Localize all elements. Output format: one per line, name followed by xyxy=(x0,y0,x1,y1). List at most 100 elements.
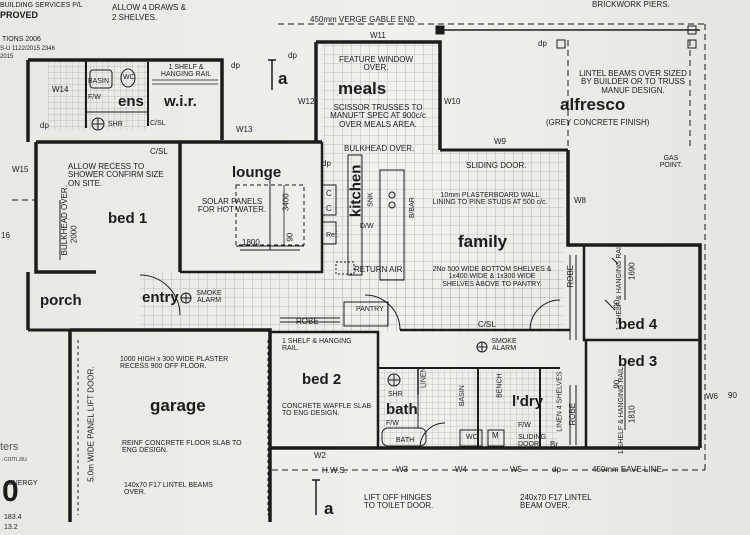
robe-bed4: ROBE xyxy=(566,264,576,288)
dim-1800: 1800 xyxy=(242,238,260,247)
note-scissor: SCISSOR TRUSSES TO MANUF'T SPEC AT 900c/… xyxy=(330,103,426,129)
window-w15: W15 xyxy=(12,165,29,174)
basin-label-bath: BASIN xyxy=(458,385,466,407)
fixture-lines xyxy=(59,25,700,515)
note-concrete-waffle: CONCRETE WAFFLE SLAB TO ENG DESIGN. xyxy=(282,403,372,418)
room-bath: bath xyxy=(386,401,418,418)
room-ldry: l'dry xyxy=(512,393,544,410)
note-return-air: RETURN AIR. xyxy=(354,265,405,274)
note-solar: SOLAR PANELS FOR HOT WATER. xyxy=(197,197,267,215)
room-bed2: bed 2 xyxy=(302,371,342,388)
dim-1690: 1690 xyxy=(627,262,637,281)
note-reinf-concrete: REINF CONCRETE FLOOR SLAB TO ENG DESIGN. xyxy=(122,440,242,455)
br-label: Br xyxy=(550,440,558,449)
room-kitchen: kitchen xyxy=(347,164,365,218)
shelf-hanging-bed3: 1 SHELF & HANGING RAIL xyxy=(617,367,625,455)
room-porch: porch xyxy=(40,292,82,309)
room-bed3: bed 3 xyxy=(618,353,658,370)
room-garage: garage xyxy=(150,396,206,415)
basin-label: BASIN xyxy=(88,78,110,85)
csl-label-2: C/SL xyxy=(150,147,168,156)
dim-3400: 3400 xyxy=(281,193,291,212)
bench-label: BENCH xyxy=(496,373,504,398)
note-sliding-door-2: SLIDING DOOR. xyxy=(518,434,547,449)
dp-mark: dp xyxy=(231,61,240,70)
brand-domain: .com.au xyxy=(2,456,27,463)
note-hws: H.W.S. xyxy=(322,466,347,475)
m-label: M xyxy=(492,431,499,440)
energy-value-1: 183.4 xyxy=(4,514,22,521)
brand-fragment: ters xyxy=(0,441,19,453)
symbols xyxy=(91,117,488,387)
dim-90b: 90 xyxy=(612,299,622,309)
smoke-alarm-family: SMOKE ALARM xyxy=(491,338,517,353)
csl-label-3: C/SL xyxy=(478,320,496,329)
cabinet-c1: C xyxy=(326,189,332,198)
pantry-label: PANTRY xyxy=(356,306,384,313)
dp-mark: dp xyxy=(538,39,547,48)
fw-label-bath: F/W xyxy=(386,420,399,427)
note-feature-window: FEATURE WINDOW OVER. xyxy=(338,55,414,73)
energy-value-2: 13.2 xyxy=(4,524,18,531)
dp-mark: dp xyxy=(288,51,297,60)
note-allow-recess: ALLOW RECESS TO SHOWER CONFIRM SIZE ON S… xyxy=(68,162,164,188)
room-meals: meals xyxy=(338,79,387,98)
robe-bed3: ROBE xyxy=(568,402,578,426)
window-w3: W3 xyxy=(396,465,408,474)
header-line-1: BUILDING SERVICES P/L xyxy=(0,2,83,9)
fw-label: F/W xyxy=(88,94,101,101)
window-w10: W10 xyxy=(444,97,461,106)
note-gas-point: GAS POINT. xyxy=(659,155,683,170)
smoke-alarm-entry: SMOKE ALARM xyxy=(196,290,222,305)
window-w13: W13 xyxy=(236,125,253,134)
robe-bed2: ROBE xyxy=(296,317,319,326)
shr-label: SHR xyxy=(108,121,123,128)
window-w6: W6 xyxy=(706,392,718,401)
note-shelves-pantry: 2No 500 WIDE BOTTOM SHELVES & 1x400 WIDE… xyxy=(432,266,552,288)
window-w9: W9 xyxy=(494,137,506,146)
bath-tub-label: BATH xyxy=(396,437,415,444)
eave-lines xyxy=(12,23,706,471)
csl-label: C/SL xyxy=(150,120,166,127)
wir-shelf-note: 1 SHELF & HANGING RAIL xyxy=(160,64,212,79)
note-sliding-door: SLIDING DOOR. xyxy=(466,161,527,170)
dim-2000: 2000 xyxy=(69,225,79,244)
room-ens: ens xyxy=(118,93,144,110)
note-bulkhead-vert: BULKHEAD OVER. xyxy=(59,185,69,256)
room-entry: entry xyxy=(142,289,179,306)
note-lintel-beams: LINTEL BEAMS OVER SIZED BY BUILDER OR TO… xyxy=(579,69,687,95)
header-line-4: S-U 1122/2015 2346 xyxy=(0,46,55,52)
linen4-label: LINEN 4 SHELVES xyxy=(556,371,564,432)
window-w5: W5 xyxy=(510,465,522,474)
shr-label-bath: SHR xyxy=(388,391,403,398)
linen-label: LINEN xyxy=(420,367,428,388)
window-w4: W4 xyxy=(455,465,467,474)
dim-16: 16 xyxy=(1,231,10,240)
note-shelves2: 2 SHELVES. xyxy=(112,13,158,22)
window-w2: W2 xyxy=(314,451,326,460)
window-w14: W14 xyxy=(52,85,69,94)
note-lintel-140: 140x70 F17 LINTEL BEAMS OVER. xyxy=(124,482,213,497)
room-bed4: bed 4 xyxy=(618,316,658,333)
dp-mark: dp xyxy=(40,121,49,130)
note-lintel-240: 240x70 F17 LINTEL BEAM OVER. xyxy=(520,493,592,511)
window-w12: W12 xyxy=(298,97,315,106)
note-draws: ALLOW 4 DRAWS & xyxy=(112,3,186,12)
room-bed1: bed 1 xyxy=(108,210,148,227)
wc-label: WC xyxy=(123,74,135,81)
cabinet-c2: C xyxy=(326,204,332,213)
note-lift-off: LIFT OFF HINGES TO TOILET DOOR. xyxy=(364,493,434,511)
note-shelf-hanging-bed2: 1 SHELF & HANGING RAIL. xyxy=(282,338,352,353)
note-panel-door: 5.0m WIDE PANEL LIFT DOOR. xyxy=(86,366,96,482)
room-alfresco: alfresco xyxy=(560,95,626,114)
header-line-3: TIONS 2006 xyxy=(2,36,41,43)
fw-label-ldry: F/W xyxy=(518,422,531,429)
section-mark-top: a xyxy=(278,69,288,88)
bbar-label: B/BAR xyxy=(408,197,416,219)
room-wir: w.i.r. xyxy=(164,93,197,110)
dim-90a: 90 xyxy=(285,232,295,242)
walls xyxy=(26,40,702,522)
energy-rating-number: 0 xyxy=(2,475,19,508)
